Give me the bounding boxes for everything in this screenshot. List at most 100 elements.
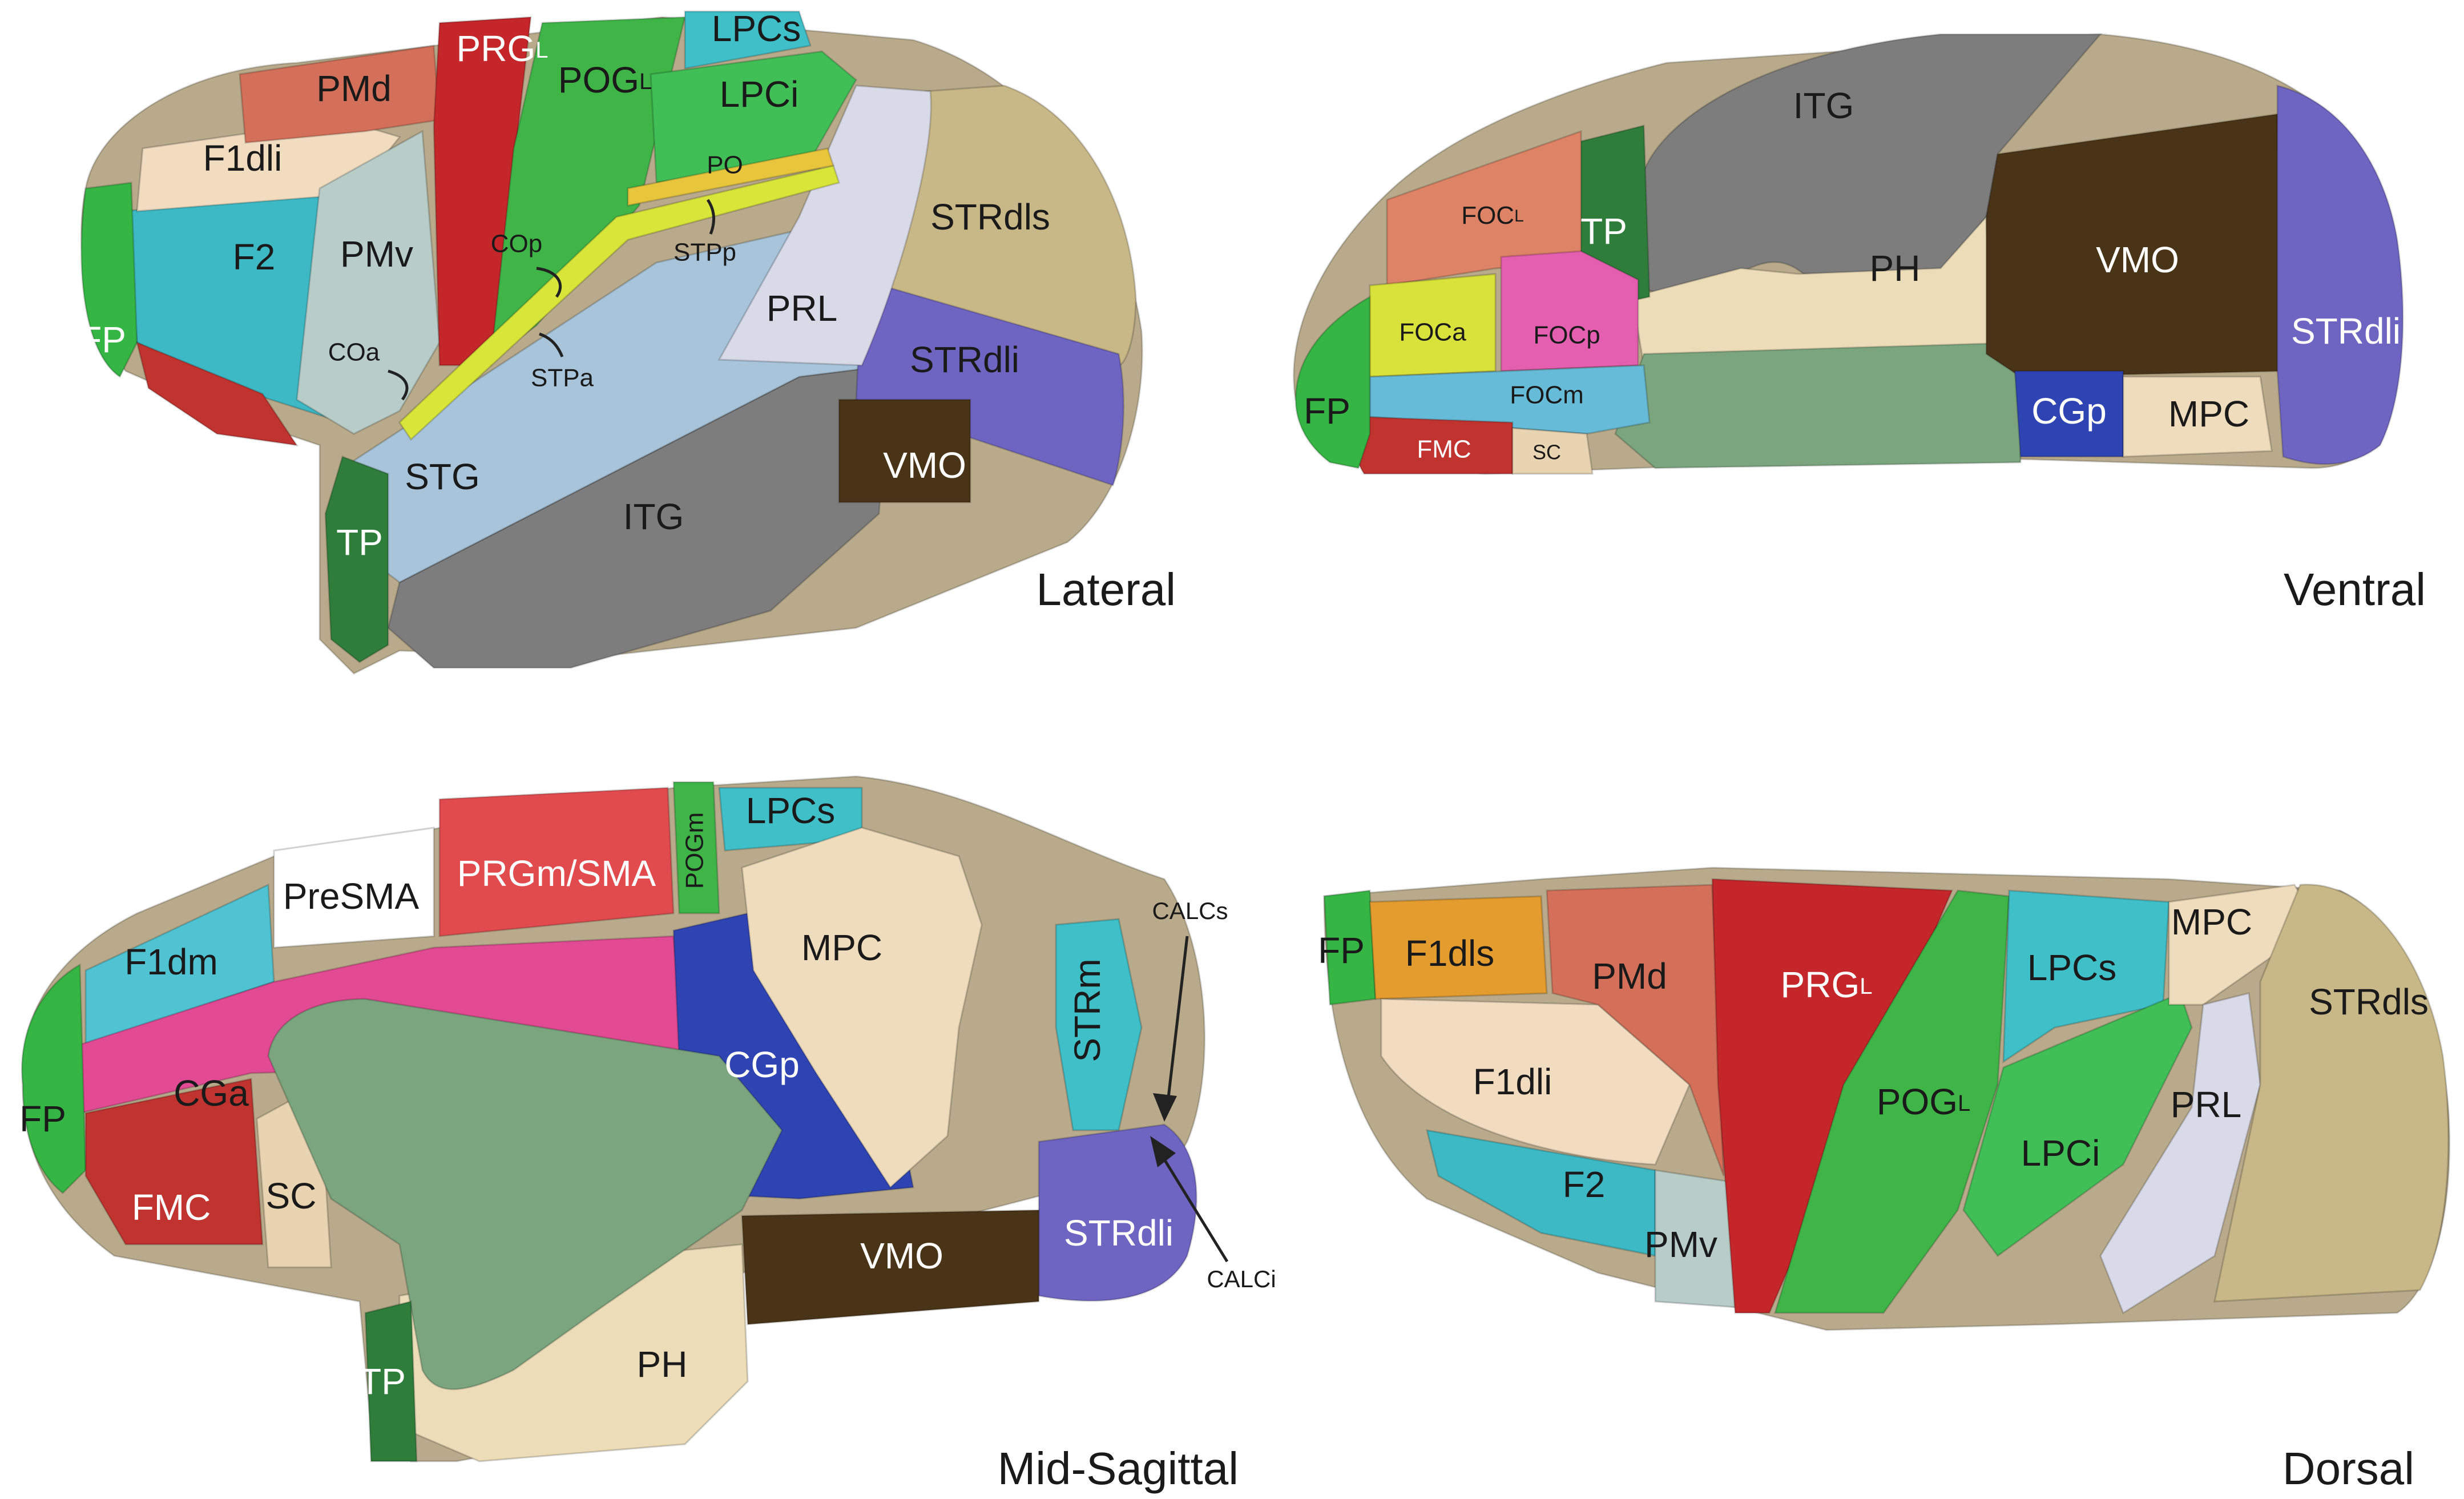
dorsal-strdls bbox=[2213, 884, 2450, 1303]
midsagittal-view-title: Mid-Sagittal bbox=[998, 1443, 1239, 1494]
dorsal-label-lpci: LPCi bbox=[2021, 1133, 2100, 1174]
ventral-label-focm: FOCm bbox=[1510, 381, 1584, 409]
midsagittal-callout-calci: CALCi bbox=[1207, 1266, 1276, 1292]
dorsal-f2 bbox=[1425, 1129, 1656, 1257]
midsagittal-callout-calcs: CALCs bbox=[1152, 897, 1228, 924]
ventral-sc bbox=[1511, 427, 1594, 475]
lateral-strdli bbox=[855, 279, 1125, 486]
midsagittal-arrowhead-calci bbox=[1150, 1136, 1176, 1167]
lateral-label-stpa: STPa bbox=[531, 364, 594, 392]
ventral-strdli bbox=[2276, 84, 2404, 465]
lateral-tp bbox=[324, 456, 389, 663]
ventral-label-ph: PH bbox=[1870, 248, 1921, 289]
lateral-arrow-cop bbox=[536, 267, 562, 298]
ventral-label-tp: TP bbox=[1580, 211, 1627, 252]
lateral-op-band bbox=[398, 164, 840, 441]
lateral-label-strdli: STRdli bbox=[910, 339, 1019, 380]
midsagittal-strdli bbox=[1038, 1123, 1197, 1302]
midsagittal-label-vmo: VMO bbox=[860, 1235, 943, 1276]
midsagittal-label-prgm: PRGm/SMA bbox=[457, 853, 656, 894]
dorsal-label-lpcs: LPCs bbox=[2027, 947, 2117, 988]
ventral-focp bbox=[1500, 250, 1639, 372]
dorsal-label-prl: PRL bbox=[2171, 1084, 2242, 1125]
lateral-label-itg: ITG bbox=[623, 496, 684, 537]
lateral-view-title: Lateral bbox=[1036, 564, 1176, 615]
lateral-po-band bbox=[627, 147, 834, 207]
lateral-label-tp: TP bbox=[336, 522, 383, 563]
midsagittal-fmc bbox=[84, 1078, 264, 1246]
lateral-label-pmv: PMv bbox=[340, 233, 413, 275]
lateral-label-f2: F2 bbox=[233, 236, 276, 277]
lateral-label-f1dli: F1dli bbox=[203, 138, 283, 179]
ventral-label-cgp: CGp bbox=[2031, 390, 2107, 432]
midsagittal-mpc bbox=[741, 827, 983, 1189]
lateral-arrow-coa bbox=[388, 369, 409, 401]
midsagittal-label-sc: SC bbox=[266, 1175, 317, 1216]
lateral-label-lpcs: LPCs bbox=[712, 8, 801, 49]
dorsal-label-mpc: MPC bbox=[2171, 901, 2252, 942]
lateral-label-po: PO bbox=[707, 151, 743, 179]
lateral-fp bbox=[80, 182, 138, 378]
midsagittal-vmo bbox=[741, 1209, 1040, 1325]
ventral-mpc bbox=[2122, 376, 2273, 458]
lateral-label-fp: FP bbox=[79, 319, 126, 360]
lateral-label-prgl: PRGL bbox=[457, 28, 549, 69]
midsagittal-green-block bbox=[267, 998, 783, 1391]
ventral-ph-lower bbox=[1614, 341, 2022, 469]
ventral-view: ITG FOCL TP PH VMO FOCa FOCp FOCm STRdli… bbox=[1293, 33, 2426, 615]
lateral-label-cop: COp bbox=[491, 230, 542, 258]
dorsal-label-pmd: PMd bbox=[1592, 956, 1667, 997]
lateral-label-pmd: PMd bbox=[316, 68, 392, 109]
ventral-label-fmc: FMC bbox=[1417, 436, 1471, 464]
lateral-arrow-stpa bbox=[539, 332, 564, 357]
midsagittal-pogm bbox=[672, 781, 720, 914]
lateral-label-coa: COa bbox=[328, 339, 380, 366]
ventral-label-foca: FOCa bbox=[1399, 319, 1466, 346]
midsagittal-label-pogm: POGm bbox=[681, 812, 709, 889]
ventral-label-sc: SC bbox=[1533, 441, 1561, 464]
ventral-label-mpc: MPC bbox=[2168, 393, 2249, 434]
lateral-lpcs bbox=[684, 10, 812, 70]
dorsal-lpcs bbox=[2002, 889, 2170, 1063]
dorsal-label-prgl: PRGL bbox=[1781, 964, 1873, 1005]
dorsal-prl bbox=[2099, 992, 2261, 1315]
lateral-label-stg: STG bbox=[405, 456, 480, 497]
dorsal-label-f2: F2 bbox=[1563, 1164, 1606, 1205]
lateral-arrow-stpp bbox=[706, 199, 715, 235]
midsagittal-label-lpcs: LPCs bbox=[746, 790, 836, 831]
ventral-label-strdli: STRdli bbox=[2291, 311, 2401, 352]
lateral-prl bbox=[717, 84, 932, 366]
dorsal-f1dli bbox=[1380, 998, 1691, 1166]
lateral-label-prl: PRL bbox=[767, 288, 838, 329]
ventral-label-vmo: VMO bbox=[2096, 239, 2179, 280]
ventral-label-focl: FOCL bbox=[1461, 202, 1524, 229]
dorsal-label-f1dli: F1dli bbox=[1473, 1061, 1552, 1102]
midsagittal-label-tp: TP bbox=[359, 1361, 406, 1402]
lateral-lpci bbox=[650, 50, 857, 184]
midsagittal-label-f1dm: F1dm bbox=[124, 941, 218, 982]
midsagittal-label-presma: PreSMA bbox=[283, 876, 420, 917]
midsagittal-label-strdli: STRdli bbox=[1064, 1212, 1173, 1254]
midsagittal-arrowhead-calcs bbox=[1153, 1093, 1177, 1122]
dorsal-f1dls bbox=[1369, 895, 1548, 1000]
midsagittal-label-mpc: MPC bbox=[801, 927, 882, 968]
ventral-label-fp: FP bbox=[1304, 390, 1350, 432]
ventral-view-title: Ventral bbox=[2284, 564, 2426, 615]
dorsal-label-strdls: STRdls bbox=[2309, 981, 2429, 1022]
lateral-label-pogl: POGL bbox=[558, 59, 652, 100]
ventral-label-itg: ITG bbox=[1793, 85, 1854, 126]
dorsal-label-pmv: PMv bbox=[1644, 1224, 1717, 1265]
ventral-label-focp: FOCp bbox=[1533, 321, 1600, 349]
dorsal-mpc bbox=[2168, 884, 2318, 1006]
dorsal-view: FP F1dls PMd PRGL LPCs MPC STRdls F1dli … bbox=[1318, 867, 2451, 1494]
midsagittal-label-strm: STRm bbox=[1067, 958, 1108, 1062]
lateral-view: FP F2 F1dli PMd PMv PRGL POGL LPCs LPCi … bbox=[79, 8, 1176, 675]
midsagittal-label-fp: FP bbox=[19, 1098, 66, 1139]
midsagittal-fp bbox=[21, 963, 87, 1195]
dorsal-pogl bbox=[1773, 889, 2010, 1314]
dorsal-label-fp: FP bbox=[1318, 930, 1365, 971]
midsagittal-label-fmc: FMC bbox=[132, 1187, 211, 1228]
lateral-label-vmo: VMO bbox=[883, 445, 966, 486]
midsagittal-strm bbox=[1055, 918, 1143, 1131]
